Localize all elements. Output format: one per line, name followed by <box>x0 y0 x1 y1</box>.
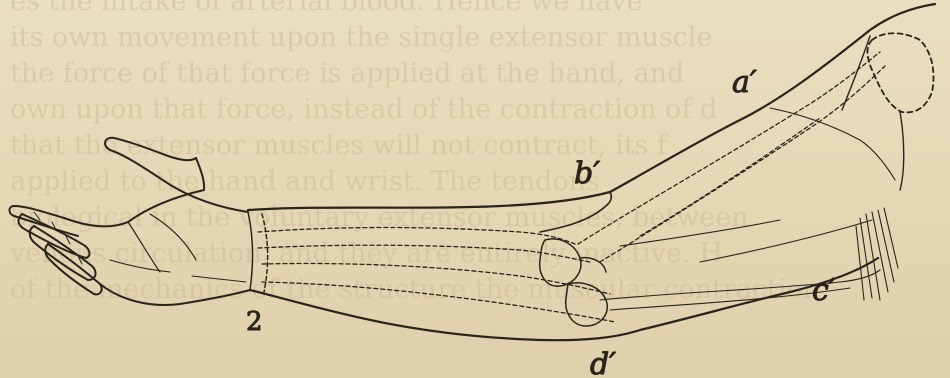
arm-lower-outline <box>250 258 878 340</box>
wrist-lines <box>248 212 268 292</box>
fiber-lines <box>600 108 895 310</box>
label-figure-number: 2 <box>246 307 263 337</box>
hand <box>10 138 251 305</box>
cut-fibers <box>856 208 898 300</box>
label-a-prime: a′ <box>732 65 757 100</box>
label-d-prime: d′ <box>590 347 616 378</box>
upper-arm-edge <box>842 36 904 190</box>
label-c-prime: c′ <box>812 273 836 308</box>
label-b-prime: b′ <box>574 156 600 191</box>
elbow-joint <box>540 239 608 326</box>
